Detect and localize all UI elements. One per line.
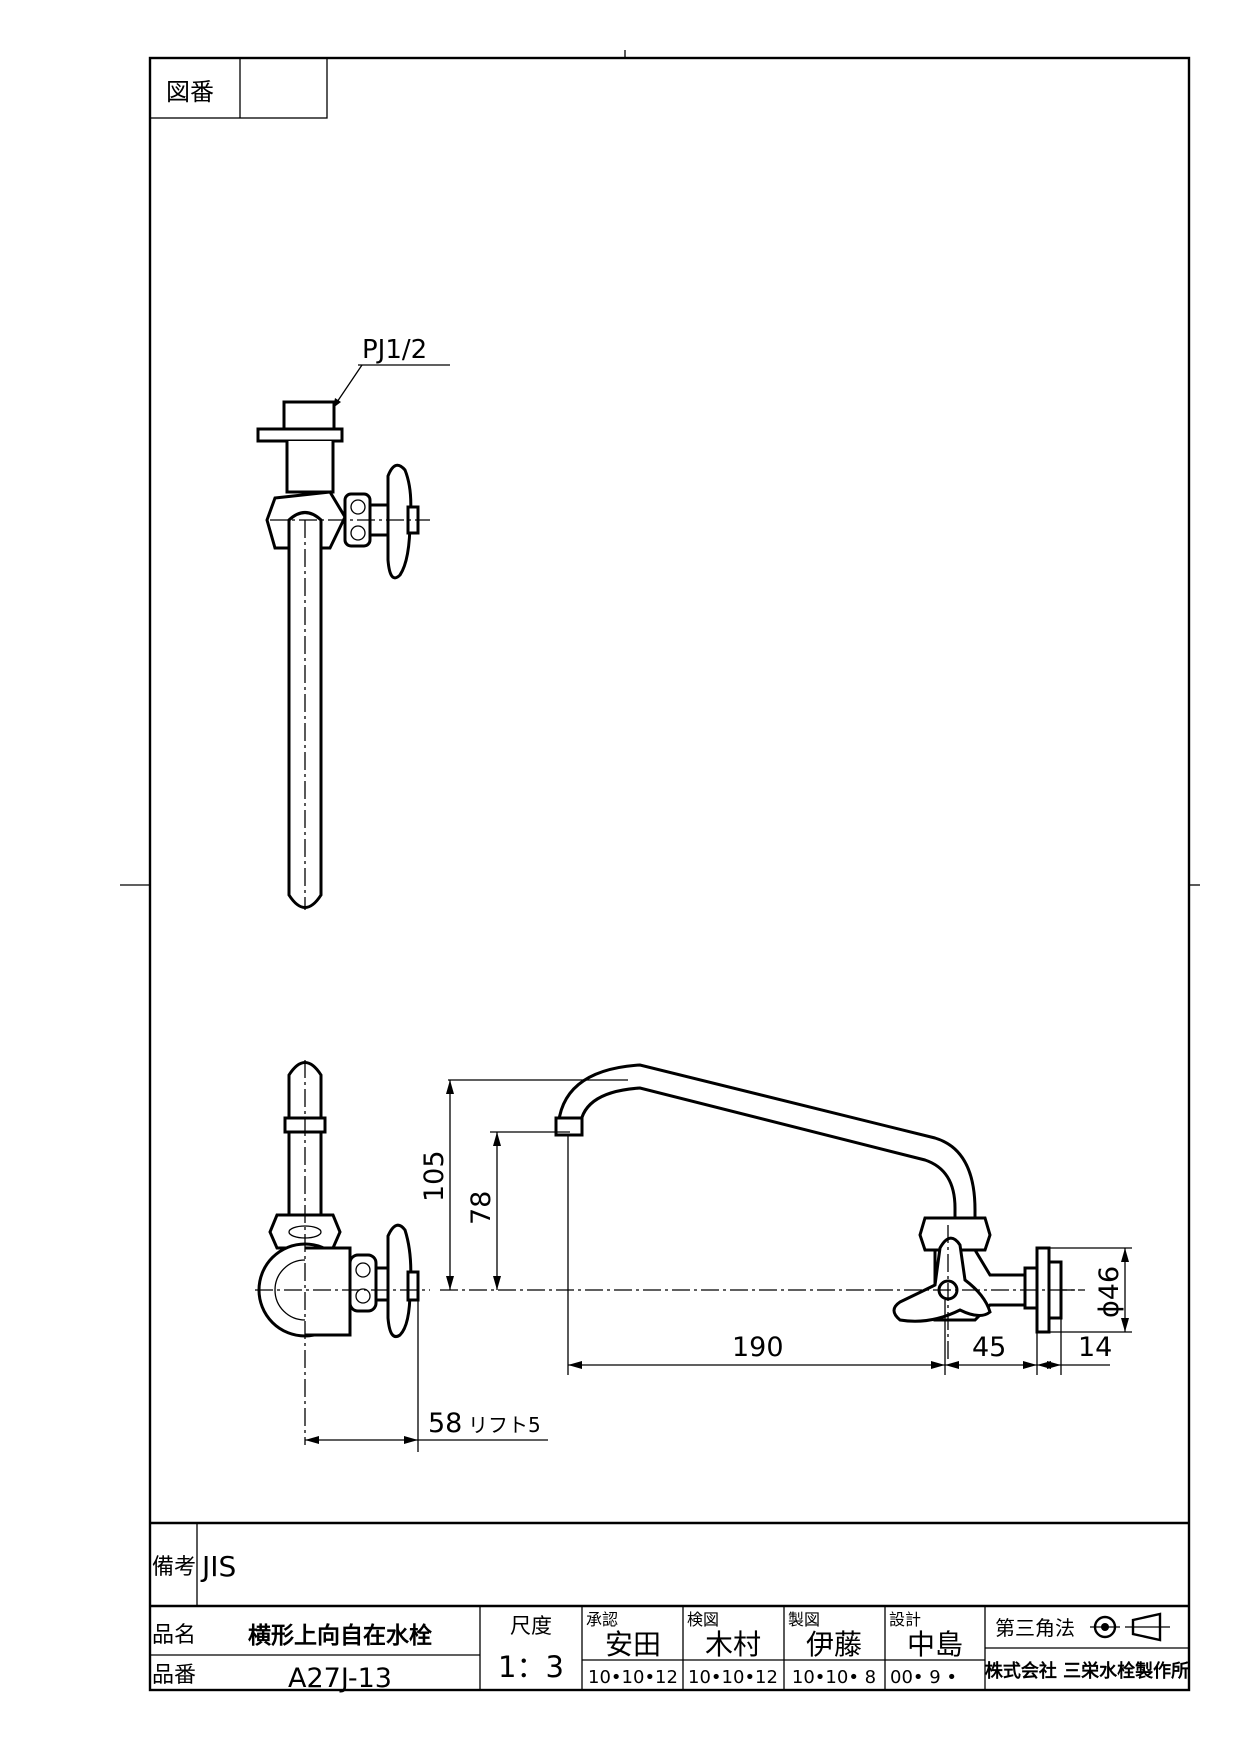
spout-reach-dimension: 190 bbox=[732, 1332, 784, 1363]
thread-callout: PJ1/2 bbox=[362, 335, 427, 365]
product-name-label: 品名 bbox=[152, 1623, 196, 1648]
spout-outlet bbox=[554, 1116, 584, 1137]
approval-label: 承認 bbox=[586, 1610, 618, 1629]
spout-nut bbox=[918, 1216, 992, 1252]
inspection-date: 10•10•12 bbox=[688, 1667, 778, 1688]
approval-name: 安田 bbox=[605, 1628, 661, 1661]
remarks-value: JIS bbox=[200, 1550, 236, 1583]
scale-label: 尺度 bbox=[510, 1614, 552, 1638]
design-date: 00• 9 • bbox=[890, 1667, 957, 1688]
scale-value: 1：3 bbox=[498, 1650, 564, 1684]
flange-diameter-dimension: ϕ46 bbox=[1094, 1266, 1125, 1318]
inspection-name: 木村 bbox=[705, 1628, 761, 1661]
projection-label: 第三角法 bbox=[995, 1616, 1075, 1640]
drafting-label: 製図 bbox=[788, 1610, 820, 1629]
spout-side-view bbox=[287, 1061, 323, 1227]
product-number: A27J-13 bbox=[288, 1663, 392, 1694]
design-label: 設計 bbox=[889, 1610, 921, 1629]
third-angle-projection-icon bbox=[1090, 1612, 1170, 1642]
product-number-label: 品番 bbox=[152, 1663, 196, 1688]
product-name: 横形上向自在水栓 bbox=[248, 1622, 432, 1649]
title-block: 備考 JIS 品名 横形上向自在水栓 品番 A27J-13 尺度 1：3 承認 … bbox=[150, 1521, 1189, 1694]
top-view: PJ1/2 bbox=[256, 335, 450, 910]
drafting-date: 10•10• 8 bbox=[792, 1667, 876, 1688]
handle-front-view bbox=[892, 1236, 992, 1323]
drafting-name: 伊藤 bbox=[806, 1628, 862, 1661]
wall-flange bbox=[256, 427, 344, 443]
approval-date: 10•10•12 bbox=[588, 1667, 678, 1688]
connection-nut bbox=[282, 400, 336, 431]
side-depth-note: リフト5 bbox=[468, 1413, 541, 1437]
height-outlet-dimension: 78 bbox=[466, 1191, 497, 1225]
remarks-label: 備考 bbox=[152, 1555, 196, 1580]
company-name: 株式会社 三栄水栓製作所 bbox=[985, 1660, 1189, 1682]
spout-front-view bbox=[556, 1063, 977, 1220]
flange-thickness-dimension: 14 bbox=[1078, 1332, 1112, 1363]
drawing-number-box: 図番 bbox=[149, 57, 328, 119]
height-overall-dimension: 105 bbox=[419, 1150, 450, 1202]
side-view: 58 リフト5 bbox=[255, 1060, 548, 1452]
side-depth-dimension: 58 bbox=[428, 1408, 462, 1439]
inspection-label: 検図 bbox=[687, 1610, 719, 1629]
body-length-dimension: 45 bbox=[972, 1332, 1006, 1363]
design-name: 中島 bbox=[907, 1628, 963, 1661]
sheet-frame bbox=[120, 50, 1200, 1692]
drawing-number-label: 図番 bbox=[166, 78, 214, 106]
front-view: 105 78 190 45 14 ϕ46 bbox=[419, 1063, 1132, 1375]
